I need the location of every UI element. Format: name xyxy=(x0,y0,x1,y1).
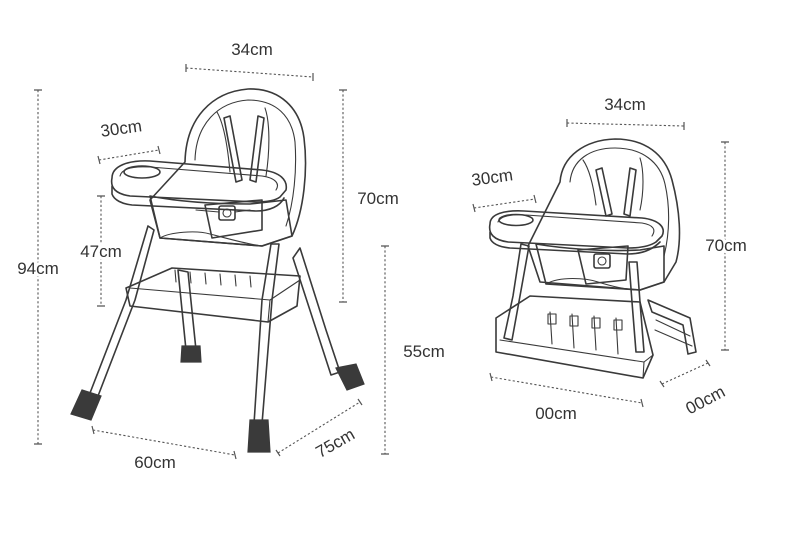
dimension-labels: 34cm 30cm 94cm 47cm 70cm 55cm 60cm 75cm … xyxy=(14,40,750,472)
tall-base-width-label: 60cm xyxy=(134,453,176,472)
tall-total-height-label: 94cm xyxy=(17,259,59,278)
low-chair-illustration xyxy=(488,138,697,379)
tall-base-depth-label: 75cm xyxy=(312,425,358,462)
low-tray-depth-label: 30cm xyxy=(470,165,514,190)
tall-seat-height-label: 47cm xyxy=(80,242,122,261)
low-back-height-label: 70cm xyxy=(705,236,747,255)
tall-back-height-label: 70cm xyxy=(357,189,399,208)
low-seat-width-label: 34cm xyxy=(604,95,646,114)
tall-seat-width-label: 34cm xyxy=(231,40,273,59)
tall-high-chair-illustration xyxy=(70,88,365,453)
dimension-lines xyxy=(34,64,729,460)
tall-leg-height-label: 55cm xyxy=(403,342,445,361)
tall-tray-depth-label: 30cm xyxy=(99,116,143,141)
low-base-depth-label: 00cm xyxy=(683,382,729,418)
low-base-width-label: 00cm xyxy=(535,404,577,423)
